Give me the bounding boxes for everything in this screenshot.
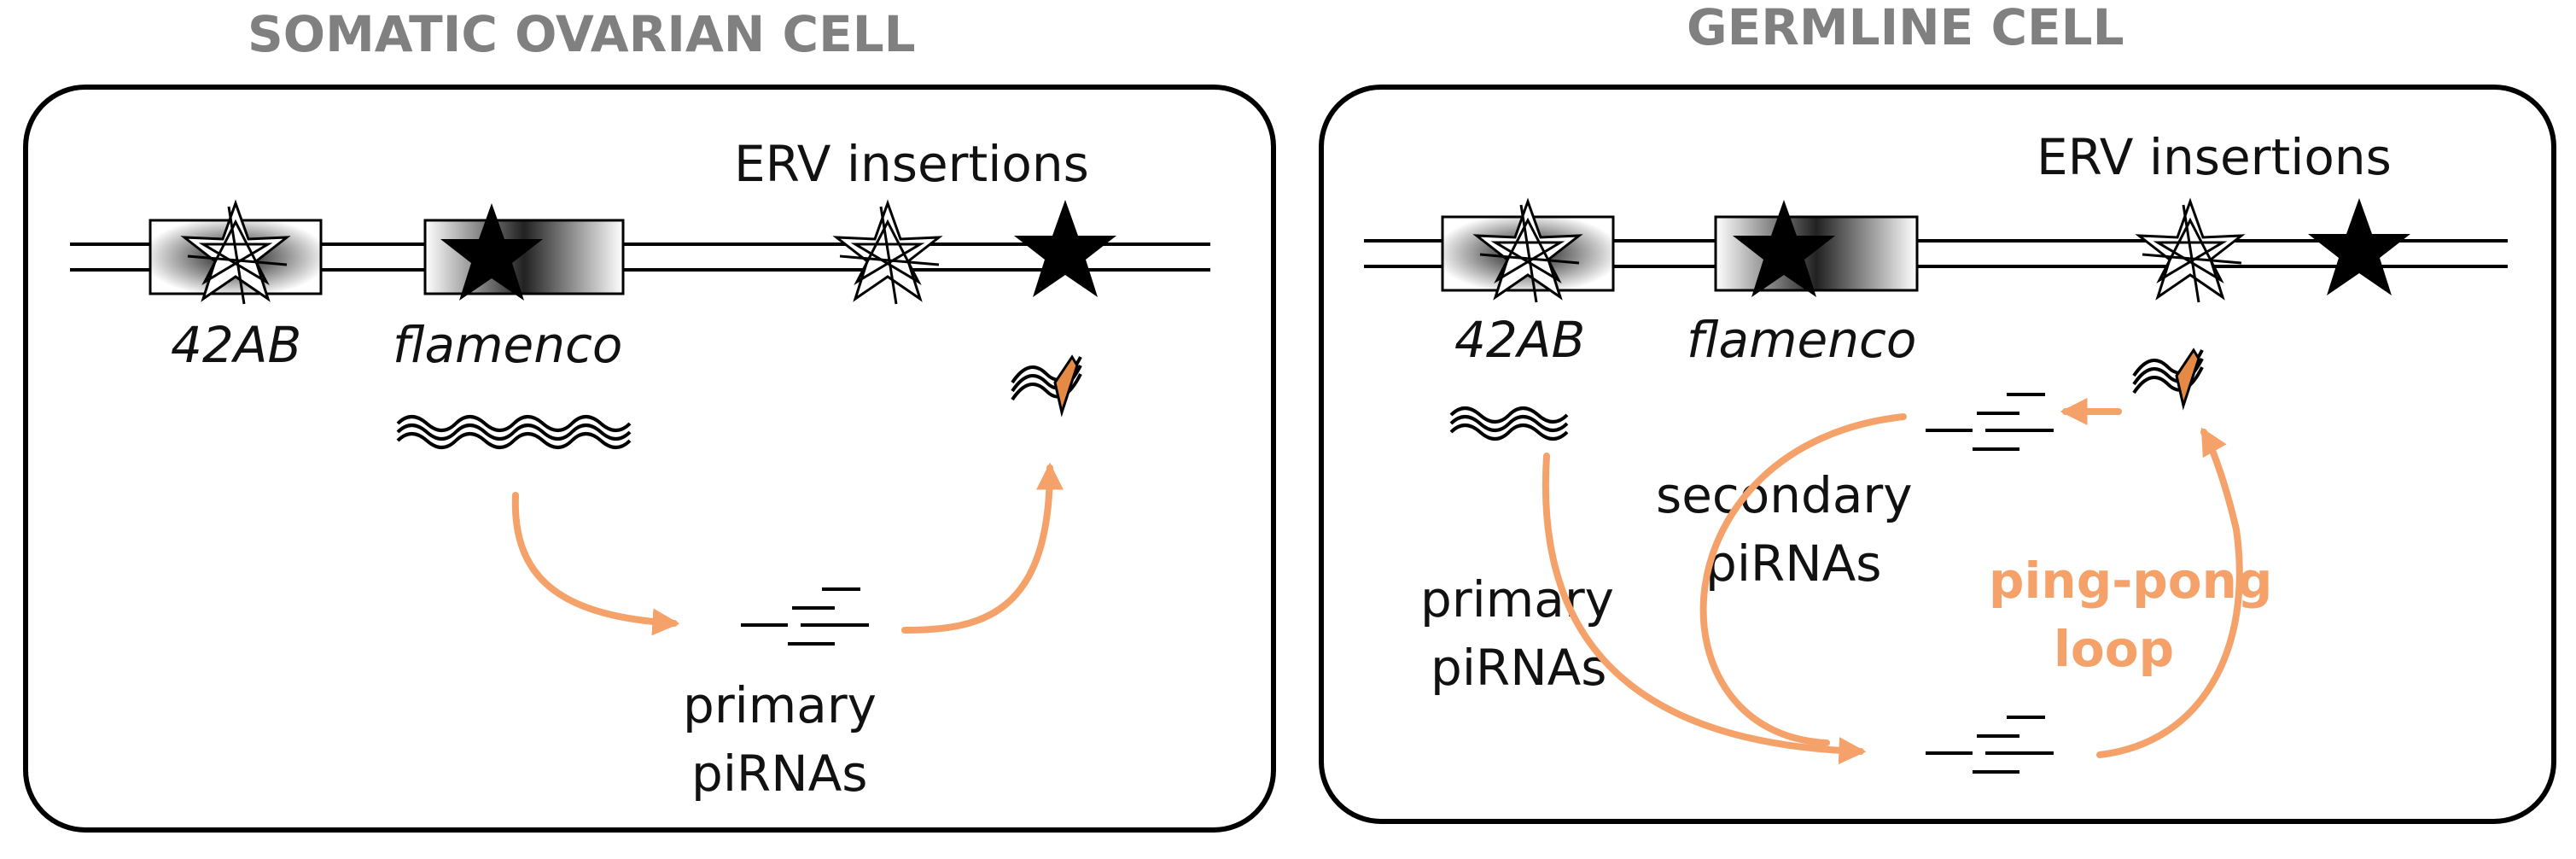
somatic-flamenco-label: flamenco xyxy=(393,316,622,374)
somatic-erv-label: ERV insertions xyxy=(734,135,1089,193)
cleaved-transcript-icon xyxy=(1011,355,1082,414)
ping-pong-loop-label-line2: loop xyxy=(2054,620,2174,678)
germline-secondary-label-line2: piRNAs xyxy=(1705,535,1882,593)
somatic-arrow-to-primary xyxy=(511,492,680,636)
somatic-panel-title: SOMATIC OVARIAN CELL xyxy=(248,5,916,63)
solid-star-icon xyxy=(1014,200,1116,297)
germline-primary-label-line2: piRNAs xyxy=(1431,639,1607,697)
germline-panel-title: GERMLINE CELL xyxy=(1687,0,2124,56)
germline-flamenco-label: flamenco xyxy=(1687,311,1916,369)
germline-flamenco-locus-shading xyxy=(1716,217,1917,290)
outline-star-icon xyxy=(835,202,941,306)
somatic-42ab-label: 42AB xyxy=(171,316,301,374)
germline-secondary-label-line1: secondary xyxy=(1656,466,1913,524)
cleaved-transcript-icon xyxy=(2132,348,2204,407)
somatic-flamenco-locus-shading xyxy=(425,220,623,294)
somatic-panel: SOMATIC OVARIAN CELL ERV insertions 42AB… xyxy=(23,5,1276,833)
germline-panel: GERMLINE CELL ERV insertions 42AB flamen… xyxy=(1319,0,2556,824)
solid-star-icon xyxy=(2308,198,2410,295)
germline-erv-label: ERV insertions xyxy=(2037,128,2392,186)
germline-loop-left-arc xyxy=(1699,413,1907,746)
somatic-arrow-to-erv xyxy=(901,462,1064,634)
germline-secondary-pirnas xyxy=(1924,393,2055,451)
somatic-primary-pirnas xyxy=(739,587,871,646)
germline-42ab-label: 42AB xyxy=(1454,311,1585,369)
germline-loop-right-arc xyxy=(2096,427,2243,758)
somatic-primary-label-line2: piRNAs xyxy=(691,745,868,803)
somatic-primary-label-line1: primary xyxy=(683,676,877,734)
ping-pong-loop-label-line1: ping-pong xyxy=(1989,552,2272,610)
germline-bottom-pirnas xyxy=(1924,716,2055,774)
wavy-transcript-icon xyxy=(1449,406,1569,441)
germline-flamenco-locus-box xyxy=(1714,215,1919,292)
somatic-cell-outline xyxy=(23,85,1276,833)
outline-star-icon xyxy=(2137,200,2243,304)
germline-cell-outline xyxy=(1319,85,2556,824)
wavy-transcript-icon xyxy=(396,415,632,449)
somatic-flamenco-locus-box xyxy=(423,219,625,295)
germline-primary-label-line1: primary xyxy=(1420,570,1614,628)
germline-arrow-primary-to-bottom xyxy=(1542,453,1867,765)
